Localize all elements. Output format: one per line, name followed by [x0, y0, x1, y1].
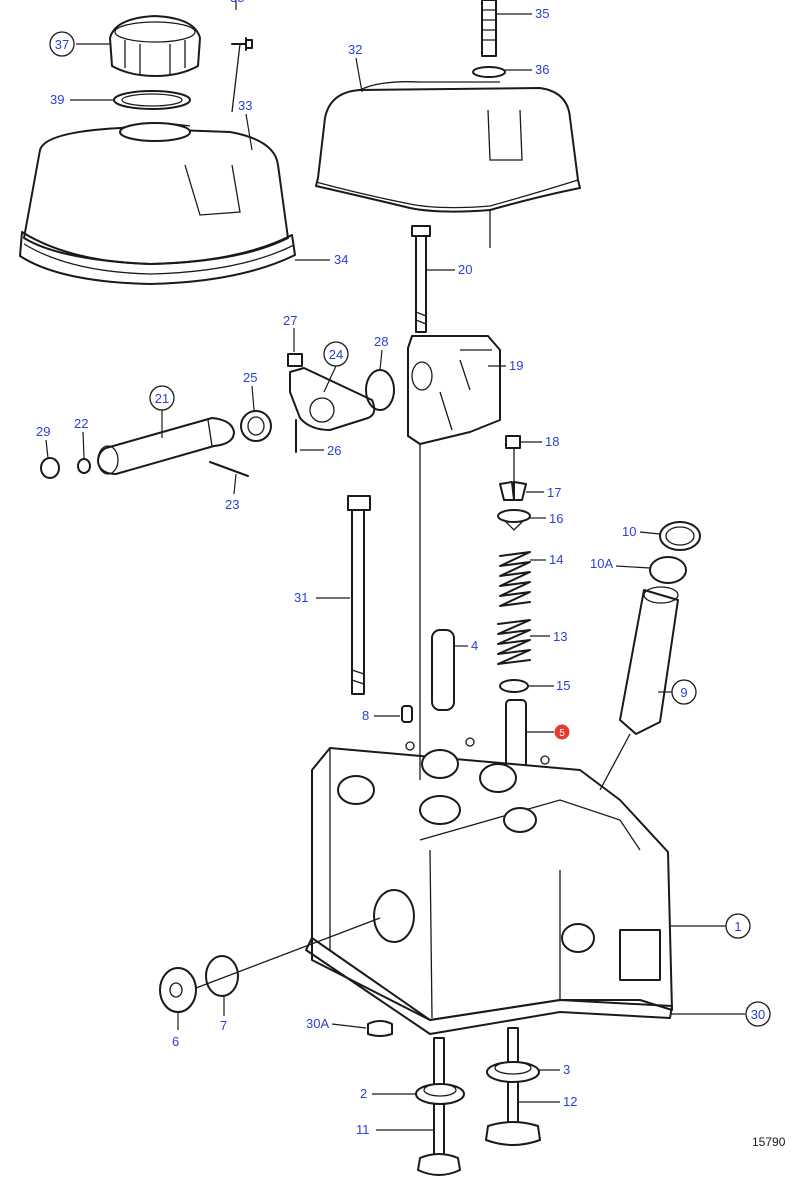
callout-7[interactable]: 7 — [220, 1018, 227, 1033]
stud-35 — [481, 0, 497, 57]
callout-20[interactable]: 20 — [458, 262, 472, 277]
callout-36[interactable]: 36 — [535, 62, 549, 77]
dowel-8 — [401, 705, 413, 723]
valve-cap-18 — [505, 435, 521, 449]
callout-26[interactable]: 26 — [327, 443, 341, 458]
callout-27[interactable]: 27 — [283, 313, 297, 328]
callout-29[interactable]: 29 — [36, 424, 50, 439]
callout-38[interactable]: 38 — [230, 0, 244, 5]
rocker-shaft — [97, 417, 235, 475]
callout-10[interactable]: 10 — [622, 524, 636, 539]
callout-1[interactable]: 1 — [734, 919, 741, 934]
callout-17[interactable]: 17 — [547, 485, 561, 500]
callout-35[interactable]: 35 — [535, 6, 549, 21]
callout-8[interactable]: 8 — [362, 708, 369, 723]
pin-23 — [209, 461, 249, 477]
callout-19[interactable]: 19 — [509, 358, 523, 373]
ring-29 — [40, 457, 60, 479]
callout-10a[interactable]: 10A — [590, 556, 613, 571]
callout-12[interactable]: 12 — [563, 1094, 577, 1109]
plug-6 — [159, 967, 197, 1013]
callout-31[interactable]: 31 — [294, 590, 308, 605]
figure-number: 15790 — [752, 1135, 786, 1149]
callout-4[interactable]: 4 — [471, 638, 478, 653]
callout-16[interactable]: 16 — [549, 511, 563, 526]
callout-24[interactable]: 24 — [329, 347, 343, 362]
rocker-cover-left — [19, 122, 296, 285]
callout-30[interactable]: 30 — [751, 1007, 765, 1022]
plug-30a — [367, 1020, 393, 1037]
callout-11[interactable]: 11 — [356, 1122, 370, 1137]
screw-38 — [231, 37, 253, 51]
callout-30a[interactable]: 30A — [306, 1016, 329, 1031]
callout-28[interactable]: 28 — [374, 334, 388, 349]
bushing-25 — [240, 410, 272, 442]
cap-seal-ring — [113, 90, 191, 110]
callout-5[interactable]: 5 — [559, 728, 565, 739]
callout-32[interactable]: 32 — [348, 42, 362, 57]
head-bolt-31 — [347, 495, 371, 695]
washer-22 — [77, 458, 91, 474]
rocker-bracket — [407, 335, 501, 445]
inner-spring-13 — [497, 619, 531, 665]
adjuster-27 — [287, 353, 303, 367]
spring-retainer-16 — [497, 509, 531, 531]
cylinder-head — [311, 737, 673, 1021]
callout-14[interactable]: 14 — [549, 552, 563, 567]
valve-seat-3 — [486, 1061, 540, 1083]
intake-valve-12 — [485, 1027, 541, 1146]
spring-seat-15 — [499, 679, 529, 693]
callout-39[interactable]: 39 — [50, 92, 64, 107]
outer-spring-14 — [499, 551, 531, 607]
o-ring-10 — [659, 521, 701, 551]
callout-2[interactable]: 2 — [360, 1086, 367, 1101]
callout-18[interactable]: 18 — [545, 434, 559, 449]
callout-21[interactable]: 21 — [155, 391, 169, 406]
callouts: 38 35 36 37 39 33 34 32 20 19 27 24 — [36, 0, 771, 1137]
washer-36 — [472, 66, 506, 78]
keepers-17 — [499, 481, 527, 501]
callout-13[interactable]: 13 — [553, 629, 567, 644]
rocker-arm — [289, 367, 376, 431]
callout-9[interactable]: 9 — [680, 685, 687, 700]
alignment-lines — [195, 43, 631, 989]
valve-seat-2 — [415, 1083, 465, 1105]
callout-34[interactable]: 34 — [334, 252, 348, 267]
oil-cap — [109, 15, 201, 77]
callout-23[interactable]: 23 — [225, 497, 239, 512]
injector-sleeve-9 — [619, 586, 679, 735]
callout-3[interactable]: 3 — [563, 1062, 570, 1077]
exhaust-valve-11 — [417, 1037, 461, 1176]
rocker-cover-right — [315, 81, 581, 248]
bolt-20 — [411, 225, 431, 333]
head-gasket-30 — [305, 937, 673, 1035]
o-ring-10a — [649, 556, 687, 584]
o-ring-28 — [365, 369, 395, 411]
callout-15[interactable]: 15 — [556, 678, 570, 693]
callout-37[interactable]: 37 — [55, 37, 69, 52]
callout-33[interactable]: 33 — [238, 98, 252, 113]
callout-25[interactable]: 25 — [243, 370, 257, 385]
callout-22[interactable]: 22 — [74, 416, 88, 431]
callout-6[interactable]: 6 — [172, 1034, 179, 1049]
o-ring-7 — [205, 955, 239, 997]
sleeve-4 — [431, 629, 455, 711]
